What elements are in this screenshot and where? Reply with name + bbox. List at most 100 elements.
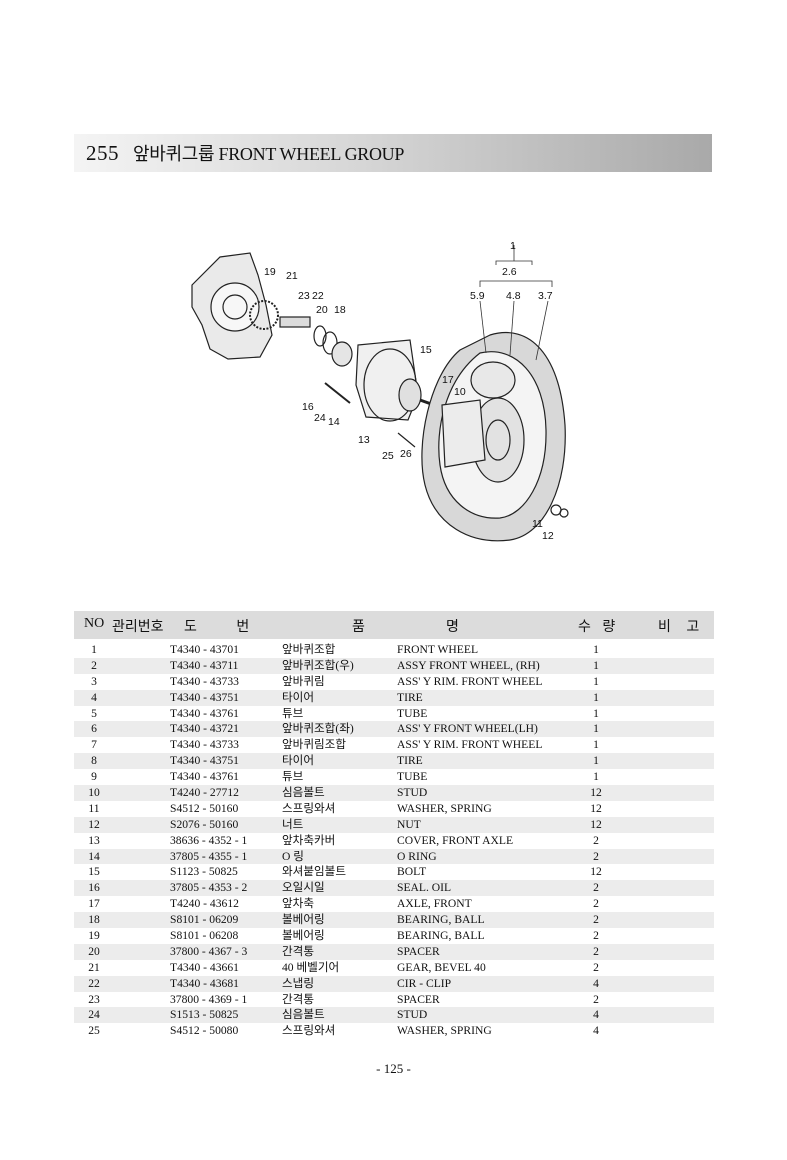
callout-label: 15 [420,344,432,356]
part-name-korean: 앞바퀴림 [282,674,325,688]
row-no: 16 [88,881,100,895]
part-name-korean: 볼베어링 [282,929,325,943]
part-name-korean: 타이어 [282,690,314,704]
part-number: T4340 - 43661 [170,960,239,974]
row-no: 19 [88,929,100,943]
part-name-english: ASS' Y FRONT WHEEL(LH) [397,722,538,736]
part-number: T4240 - 43612 [170,897,239,911]
part-name-korean: 스냅링 [282,976,314,990]
header-management-no: 관리번호 [112,620,164,635]
parts-table-header: NO 관리번호 도 번 품 명 수 량 비 고 [74,611,714,639]
quantity: 2 [593,992,599,1006]
part-number: T4340 - 43761 [170,770,239,784]
part-number: S1123 - 50825 [170,865,238,879]
quantity: 2 [593,881,599,895]
callout-label: 22 [312,290,324,302]
part-name-korean: 앞바퀴조합 [282,643,336,656]
part-name-english: GEAR, BEVEL 40 [397,960,486,974]
quantity: 2 [593,897,599,911]
part-name-korean: 스프링와셔 [282,1024,336,1038]
part-name-korean: 40 베벨기어 [282,960,340,974]
callout-label: 20 [316,304,328,316]
row-no: 25 [88,1024,100,1038]
part-name-english: ASS' Y RIM. FRONT WHEEL [397,674,543,688]
quantity: 12 [590,786,602,800]
row-no: 11 [88,801,100,815]
row-no: 24 [88,1008,100,1022]
part-name-korean: 간격통 [282,944,314,958]
part-name-english: BEARING, BALL [397,929,485,943]
header-name-left: 품 [352,620,365,635]
callout-label: 4.8 [506,290,521,302]
quantity: 4 [593,1024,599,1038]
row-no: 9 [91,770,97,784]
header-quantity: 수 량 [578,620,620,635]
quantity: 12 [590,801,602,815]
row-no: 21 [88,960,100,974]
row-no: 17 [88,897,100,911]
part-name-english: WASHER, SPRING [397,801,492,815]
callout-label: 18 [334,304,346,316]
row-no: 13 [88,833,100,847]
part-name-english: AXLE, FRONT [397,897,472,911]
part-name-english: ASS' Y RIM. FRONT WHEEL [397,738,543,752]
callout-label: 14 [328,416,340,428]
part-number: S8101 - 06209 [170,913,239,927]
part-number: T4240 - 27712 [170,786,239,800]
part-number: S8101 - 06208 [170,929,239,943]
callout-label: 19 [264,266,276,278]
callout-label: 16 [302,401,314,413]
quantity: 12 [590,865,602,879]
quantity: 1 [593,674,599,688]
row-no: 2 [91,658,97,672]
quantity: 1 [593,643,599,656]
part-name-korean: 튜브 [282,706,304,720]
part-number: T4340 - 43701 [170,643,239,656]
quantity: 4 [593,1008,599,1022]
part-name-english: SPACER [397,992,440,1006]
quantity: 2 [593,960,599,974]
part-number: 37800 - 4369 - 1 [170,992,248,1006]
part-number: S4512 - 50080 [170,1024,239,1038]
callout-label: 21 [286,270,298,282]
callout-label: 2.6 [502,266,517,278]
part-name-korean: 심음볼트 [282,786,325,800]
table-row: 21 T4340 - 43661 40 베벨기어 GEAR, BEVEL 40 2 [74,960,714,976]
callout-label: 17 [442,374,454,386]
part-name-english: STUD [397,786,428,800]
header-remarks: 비 고 [658,620,706,635]
part-name-english: TUBE [397,706,428,720]
part-name-english: BOLT [397,865,427,879]
row-no: 23 [88,992,100,1006]
row-no: 12 [88,817,100,831]
part-name-english: WASHER, SPRING [397,1024,492,1038]
section-title-bar: 255 앞바퀴그룹 FRONT WHEEL GROUP [74,134,712,172]
part-number: 37805 - 4353 - 2 [170,881,248,895]
table-row: 25 S4512 - 50080 스프링와셔 WASHER, SPRING 4 [74,1023,714,1039]
part-number: T4340 - 43681 [170,976,239,990]
quantity: 2 [593,944,599,958]
row-no: 22 [88,976,100,990]
quantity: 4 [593,976,599,990]
part-number: T4340 - 43721 [170,722,239,736]
part-number: 38636 - 4352 - 1 [170,833,248,847]
row-no: 10 [88,786,100,800]
callout-label: 23 [298,290,310,302]
callout-label: 25 [382,450,394,462]
quantity: 2 [593,849,599,863]
part-name-english: TIRE [397,754,423,768]
part-number: S4512 - 50160 [170,801,239,815]
part-name-english: CIR - CLIP [397,976,452,990]
row-no: 20 [88,944,100,958]
